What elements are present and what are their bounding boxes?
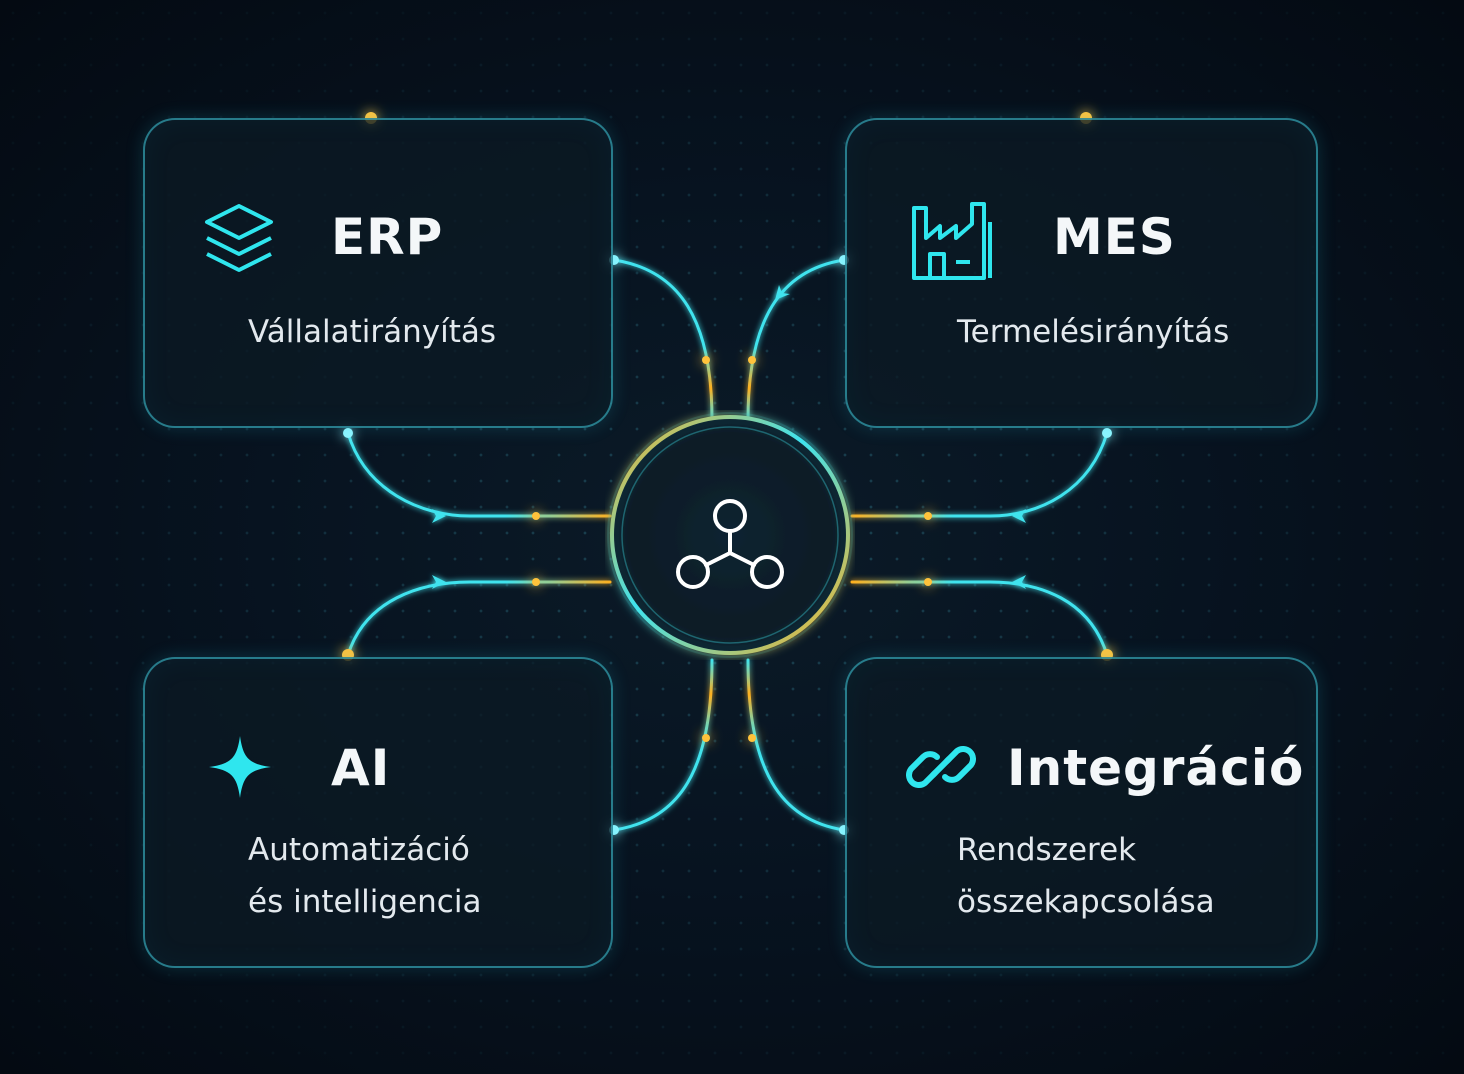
card-subtitle-line2: összekapcsolása bbox=[957, 884, 1215, 920]
network-nodes-icon bbox=[676, 499, 784, 589]
wire-erp-bottom-to-hub bbox=[346, 431, 612, 518]
card-subtitle-line2: és intelligencia bbox=[248, 884, 482, 920]
wire-int-to-hub bbox=[746, 658, 846, 832]
arrow-right-top bbox=[1012, 509, 1026, 523]
arrow-left-bottom bbox=[432, 575, 446, 589]
node-wire-b2 bbox=[748, 734, 756, 742]
wire-erp-to-hub bbox=[612, 258, 714, 422]
card-title: MES bbox=[1053, 208, 1176, 266]
sparkle-icon bbox=[209, 736, 271, 798]
card-subtitle-line1: Automatizáció bbox=[248, 832, 470, 868]
card-erp: ERP Vállalatirányítás bbox=[143, 118, 613, 428]
link-chain-icon bbox=[906, 746, 976, 788]
node-wire-r2 bbox=[924, 578, 932, 586]
wire-ai-top-to-hub bbox=[346, 580, 612, 657]
card-mes: MES Termelésirányítás bbox=[845, 118, 1318, 428]
wire-mes-to-hub bbox=[746, 258, 846, 422]
card-subtitle-line1: Rendszerek bbox=[957, 832, 1137, 868]
arrowheads bbox=[432, 285, 1026, 589]
layers-stack-icon bbox=[205, 204, 273, 272]
wire-ai-to-hub bbox=[612, 658, 714, 832]
factory-icon bbox=[912, 202, 992, 280]
card-integration: Integráció Rendszerek összekapcsolása bbox=[845, 657, 1318, 968]
node-wire-r1 bbox=[924, 512, 932, 520]
node-wire-t1 bbox=[702, 356, 710, 364]
arrow-left-top bbox=[432, 509, 446, 523]
card-subtitle: Termelésirányítás bbox=[957, 314, 1230, 350]
node-wire-l1 bbox=[532, 512, 540, 520]
arrow-mes-top bbox=[775, 285, 790, 300]
node-wire-b1 bbox=[702, 734, 710, 742]
card-title: ERP bbox=[331, 208, 444, 266]
card-title: Integráció bbox=[1007, 739, 1305, 797]
node-wire-t2 bbox=[748, 356, 756, 364]
wire-mes-bottom-to-hub bbox=[850, 431, 1109, 518]
node-mes-bottom bbox=[1102, 428, 1112, 438]
card-title: AI bbox=[331, 739, 391, 797]
node-erp-bottom bbox=[343, 428, 353, 438]
card-subtitle: Vállalatirányítás bbox=[248, 314, 497, 350]
arrow-right-bottom bbox=[1012, 575, 1026, 589]
central-hub bbox=[607, 412, 853, 658]
card-ai: AI Automatizáció és intelligencia bbox=[143, 657, 613, 968]
wire-int-top-to-hub bbox=[850, 580, 1109, 657]
node-wire-l2 bbox=[532, 578, 540, 586]
